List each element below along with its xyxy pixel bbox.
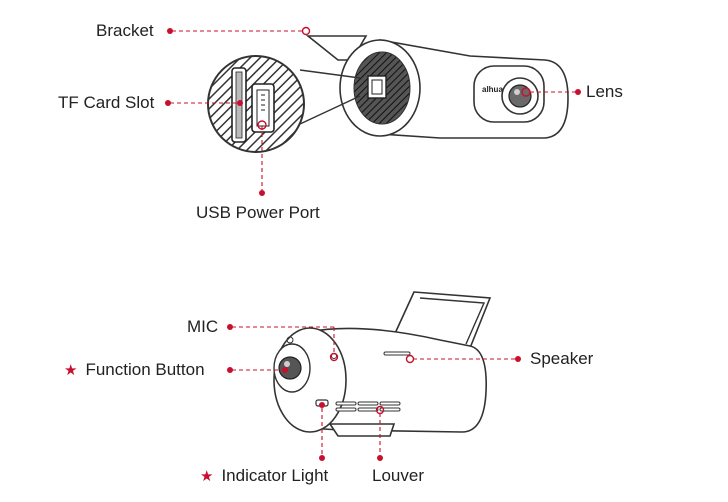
label-indicator-light: ★ Indicator Light: [200, 466, 328, 487]
label-function-button-text: Function Button: [85, 360, 205, 379]
label-usb-power-port: USB Power Port: [196, 203, 320, 222]
bottom-body: [307, 327, 487, 433]
brand-mark: alhua: [482, 85, 503, 94]
bottom-camera-view: [273, 291, 492, 437]
star-marker-icon: ★: [200, 468, 214, 485]
label-function-button: ★ Function Button: [64, 360, 205, 381]
label-mic: MIC: [187, 317, 219, 336]
label-lens: Lens: [586, 82, 623, 101]
front-lens: [278, 356, 302, 380]
label-speaker: Speaker: [530, 349, 594, 368]
label-louver: Louver: [372, 466, 424, 485]
label-tf-card-slot: TF Card Slot: [58, 93, 155, 112]
label-indicator-light-text: Indicator Light: [221, 466, 329, 485]
star-marker-icon: ★: [64, 362, 78, 379]
leader-lines: [165, 26, 581, 461]
label-bracket: Bracket: [96, 21, 154, 40]
top-camera-view: alhua: [207, 35, 569, 153]
